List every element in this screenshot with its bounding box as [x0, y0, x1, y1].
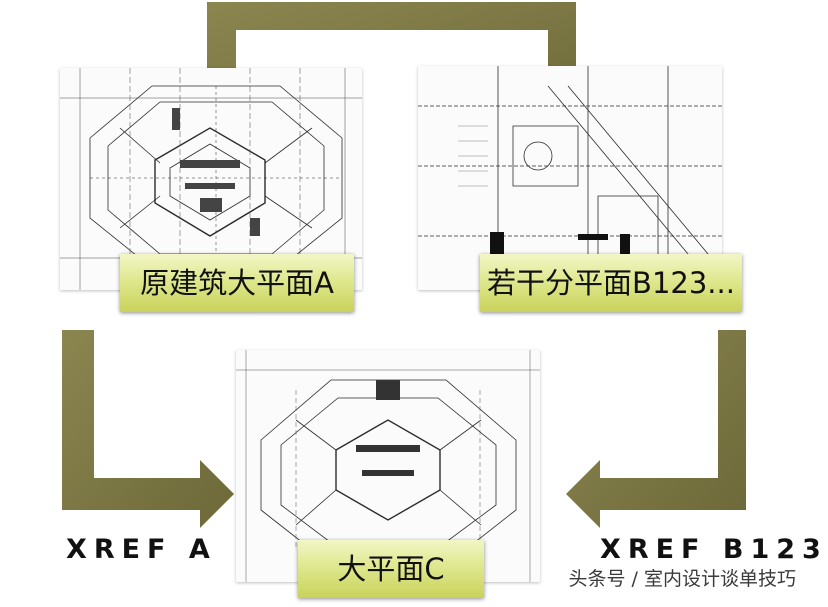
- edge-xref-a-label: XREF A: [66, 534, 217, 565]
- node-c-label: 大平面C: [298, 540, 484, 598]
- node-a-label: 原建筑大平面A: [120, 254, 354, 312]
- watermark-text: 头条号 / 室内设计谈单技巧: [568, 568, 796, 590]
- arrow-a-to-c: [62, 330, 234, 528]
- floor-plan-a-drawing: [60, 68, 362, 290]
- arrow-b-to-c: [566, 330, 746, 528]
- partial-plans-b-image: [418, 66, 722, 290]
- node-b-label: 若干分平面B123...: [480, 254, 742, 312]
- edge-xref-b-label: XREF B123: [600, 534, 828, 565]
- partial-plans-b-drawing: [418, 66, 722, 290]
- floor-plan-a-image: [60, 68, 362, 290]
